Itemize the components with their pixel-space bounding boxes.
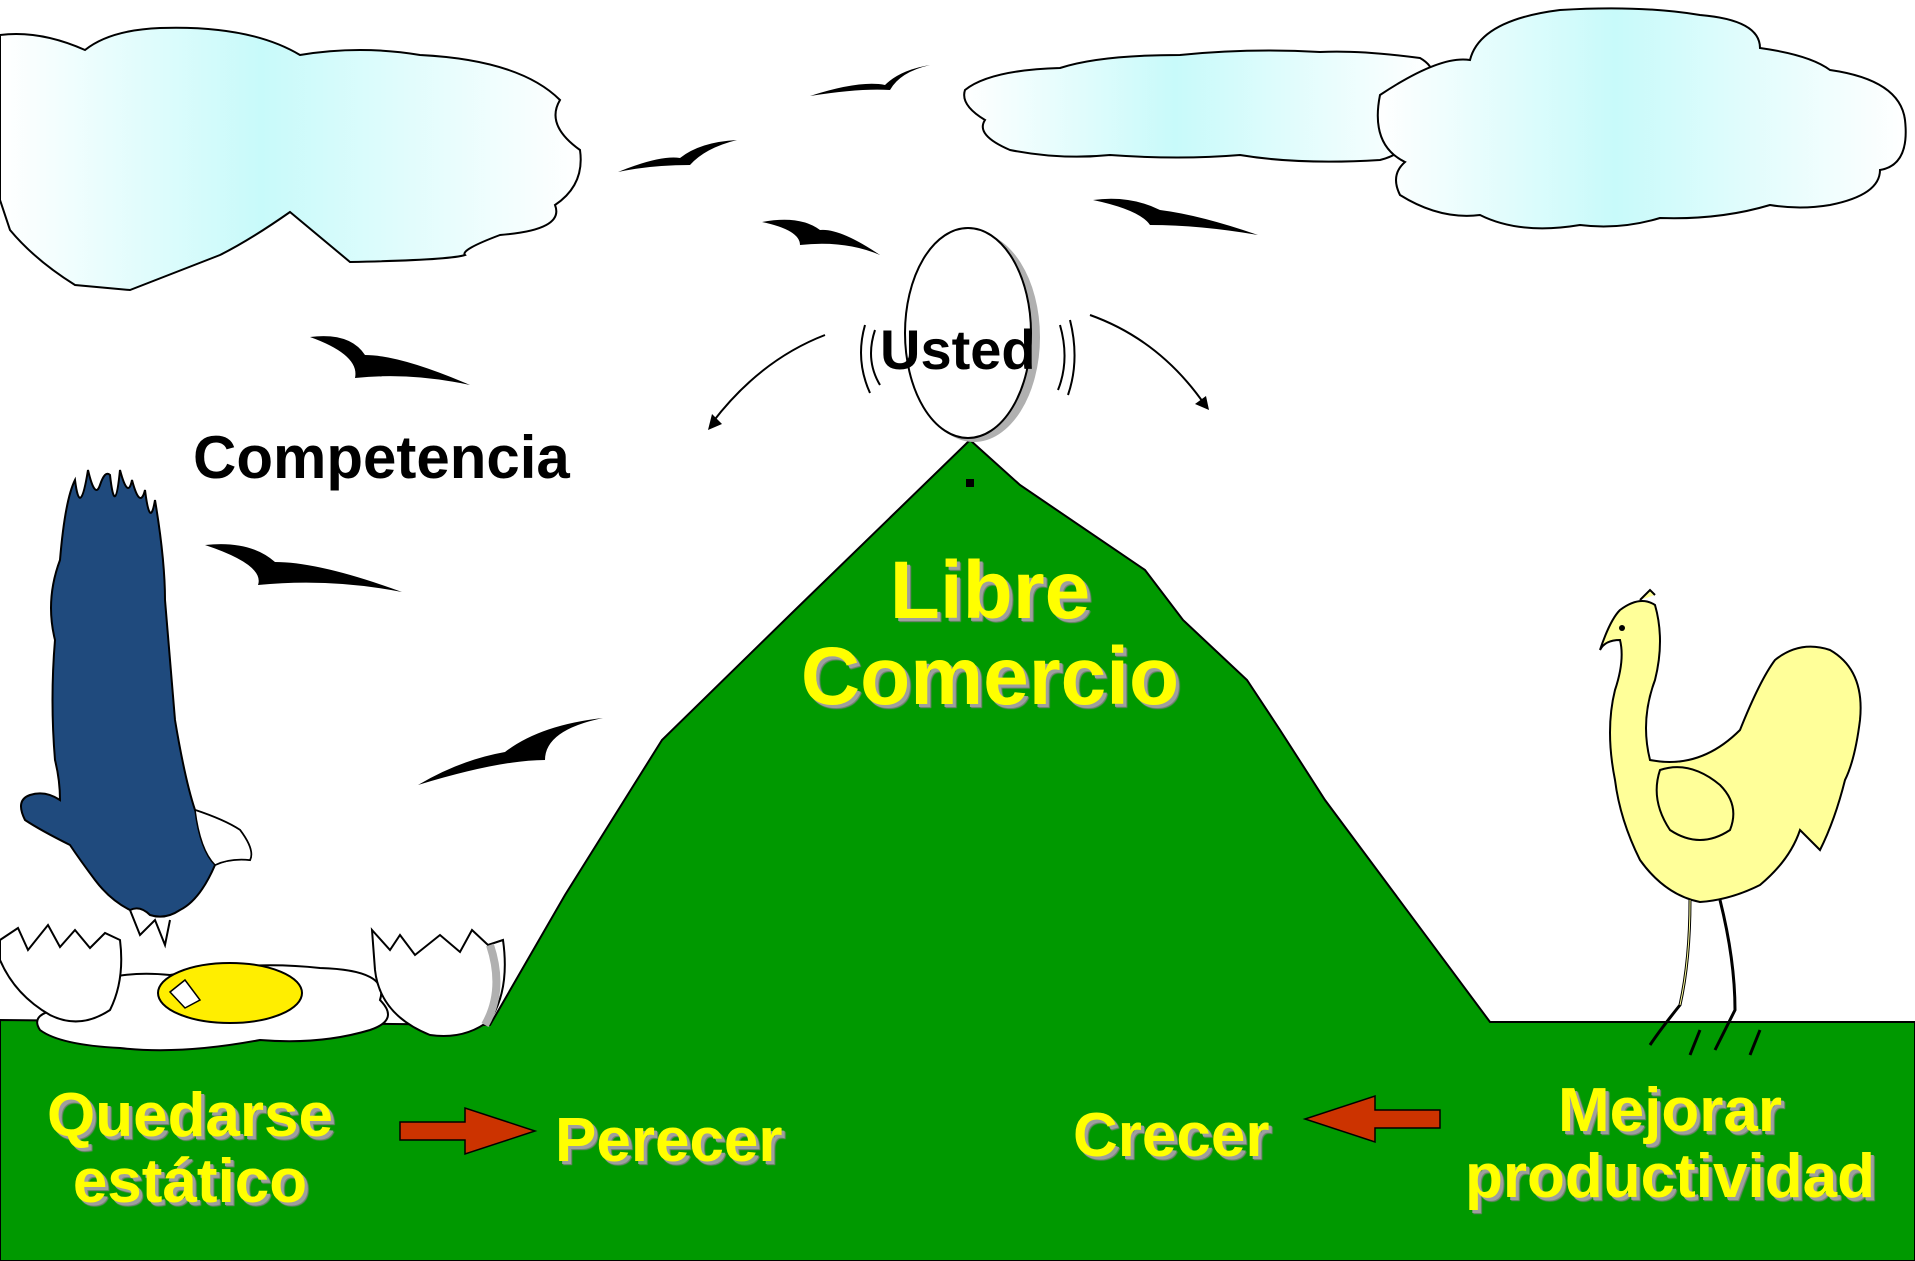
bird-icon: [810, 65, 930, 96]
ground: [0, 438, 1915, 1261]
crecer-label: Crecer: [1073, 1101, 1270, 1170]
bird-icon: [618, 140, 737, 172]
quedarse-line-2: estático: [72, 1147, 308, 1216]
cloud-left-icon: [0, 26, 582, 292]
perecer-label: Perecer: [555, 1106, 783, 1175]
birds: [205, 65, 1258, 785]
broken-egg-icon: [0, 923, 506, 1052]
libre-comercio-line-2: Comercio: [800, 631, 1180, 722]
quedarse-label: Quedarse estático: [30, 1085, 350, 1213]
mejorar-line-1: Mejorar: [1558, 1076, 1782, 1145]
arrow-right-icon: [1089, 314, 1206, 406]
egg-icon: [860, 227, 1076, 442]
usted-label: Usted: [880, 318, 1036, 381]
chicken-icon: [1599, 588, 1862, 1056]
bird-icon: [1093, 198, 1258, 235]
arrow-left-icon: [711, 334, 826, 424]
arrow-right-icon: [399, 1106, 538, 1156]
competencia-label: Competencia: [193, 424, 570, 491]
arrow-left-icon: [1302, 1094, 1441, 1144]
bird-icon: [310, 336, 470, 385]
libre-comercio-line-1: Libre: [889, 545, 1091, 636]
mejorar-line-2: productividad: [1465, 1142, 1875, 1211]
cloud-middle-icon: [963, 49, 1434, 163]
dot-marker: [966, 479, 974, 487]
curved-arrows: [711, 314, 1206, 424]
bird-icon: [205, 544, 402, 592]
eagle-icon: [20, 469, 253, 949]
bird-icon: [762, 219, 880, 255]
mejorar-label: Mejorar productividad: [1430, 1080, 1910, 1208]
cloud-right-icon: [1376, 7, 1907, 230]
quedarse-line-1: Quedarse: [46, 1081, 334, 1150]
libre-comercio-title: Libre Comercio: [780, 550, 1200, 718]
bird-icon: [418, 718, 603, 785]
